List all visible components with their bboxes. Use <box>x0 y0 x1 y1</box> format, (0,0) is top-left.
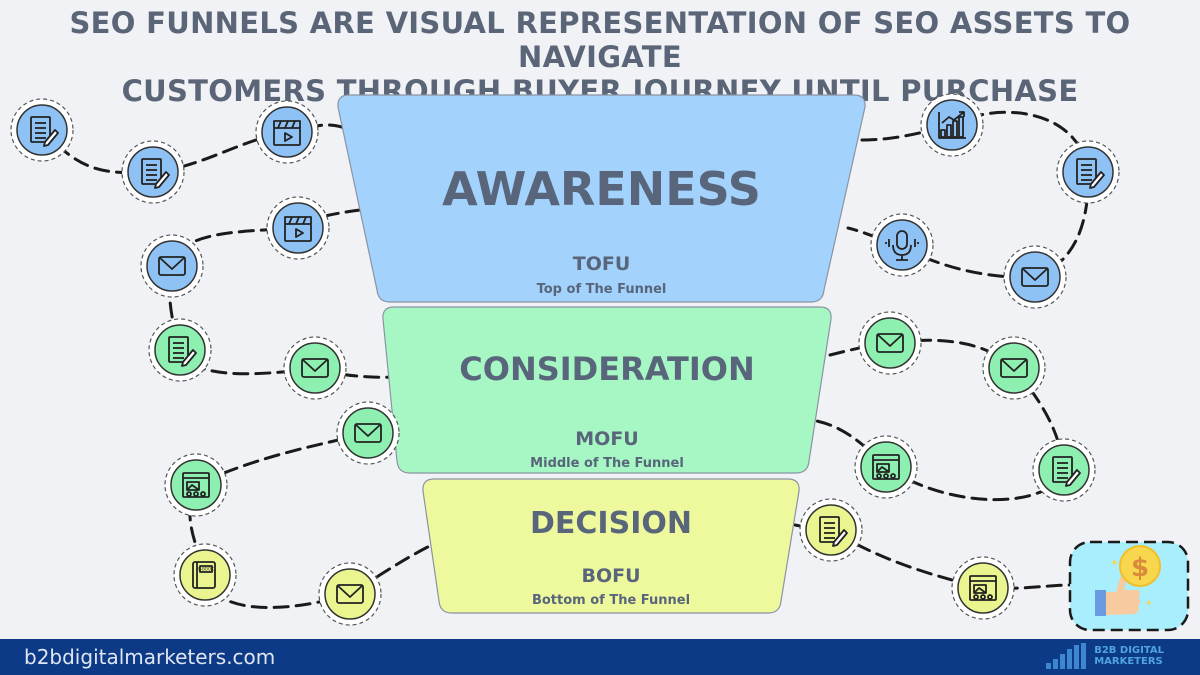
funnel-stage-mofu: CONSIDERATION MOFU Middle of The Funnel <box>382 306 832 474</box>
mail-icon <box>158 256 186 276</box>
asset-node <box>336 401 400 465</box>
footer: b2bdigitalmarketers.com B2B DIGITAL MARK… <box>0 639 1200 675</box>
chart-growth-icon <box>938 111 966 139</box>
stage-description: Middle of The Funnel <box>530 456 684 471</box>
asset-node <box>255 100 319 164</box>
microphone-icon <box>885 230 919 261</box>
mail-icon <box>336 584 364 604</box>
asset-node <box>870 213 934 277</box>
asset-node <box>1032 438 1096 502</box>
asset-node <box>1056 140 1120 204</box>
stage-name: AWARENESS <box>442 162 761 216</box>
logo-line-1: B2B DIGITAL <box>1094 645 1164 656</box>
webpage-icon <box>182 472 210 498</box>
svg-text:✦: ✦ <box>1145 599 1153 609</box>
asset-node <box>1003 245 1067 309</box>
video-clapper-icon <box>284 216 312 242</box>
asset-node <box>140 234 204 298</box>
asset-node <box>266 196 330 260</box>
ebook-icon: E-BOOK <box>192 561 216 589</box>
mail-icon <box>301 358 329 378</box>
asset-node <box>148 318 212 382</box>
asset-node <box>10 98 74 162</box>
document-pencil-icon <box>168 336 197 367</box>
brand-logo: B2B DIGITAL MARKETERS <box>1044 643 1164 669</box>
funnel-stage-tofu: AWARENESS TOFU Top of The Funnel <box>337 94 866 303</box>
funnel-shape <box>337 94 866 303</box>
asset-node <box>121 140 185 204</box>
document-pencil-icon <box>1076 158 1105 189</box>
logo-line-2: MARKETERS <box>1094 656 1163 667</box>
document-pencil-icon <box>141 158 170 189</box>
seo-funnel-diagram: AWARENESS TOFU Top of The FunnelCONSIDERAT… <box>10 93 1190 632</box>
thumbs-up-dollar-icon: $ ✦ ✦ <box>1095 545 1161 616</box>
asset-node <box>164 453 228 517</box>
svg-text:✦: ✦ <box>1110 558 1118 569</box>
document-pencil-icon <box>819 516 848 547</box>
mail-icon <box>1021 267 1049 287</box>
document-pencil-icon <box>30 116 59 147</box>
asset-node <box>283 336 347 400</box>
stage-abbreviation: TOFU <box>573 253 631 275</box>
bar-chart-logo-icon <box>1046 643 1087 669</box>
asset-node <box>854 435 918 499</box>
headline-line-1: SEO FUNNELS ARE VISUAL REPRESENTATION OF… <box>69 6 1131 74</box>
funnel-shape <box>382 306 832 474</box>
purchase-box: $ ✦ ✦ <box>1068 540 1190 632</box>
stage-abbreviation: BOFU <box>581 565 640 587</box>
asset-node: E-BOOK <box>173 543 237 607</box>
asset-node <box>318 562 382 626</box>
asset-node <box>858 311 922 375</box>
mail-icon <box>876 333 904 353</box>
headline: SEO FUNNELS ARE VISUAL REPRESENTATION OF… <box>0 6 1200 108</box>
stage-name: CONSIDERATION <box>459 350 754 388</box>
mail-icon <box>1000 358 1028 378</box>
document-pencil-icon <box>1052 456 1081 487</box>
site-url[interactable]: b2bdigitalmarketers.com <box>24 645 276 669</box>
video-clapper-icon <box>273 120 301 146</box>
asset-node <box>799 498 863 562</box>
funnel-stage-bofu: DECISION BOFU Bottom of The Funnel <box>422 478 800 614</box>
webpage-icon <box>872 454 900 480</box>
svg-text:E-BOOK: E-BOOK <box>198 567 214 572</box>
asset-node <box>920 93 984 157</box>
asset-node <box>951 556 1015 620</box>
journey-path <box>810 338 1066 502</box>
webpage-icon <box>969 575 997 601</box>
stage-abbreviation: MOFU <box>575 428 638 450</box>
stage-description: Top of The Funnel <box>537 282 667 297</box>
asset-node <box>982 336 1046 400</box>
svg-text:$: $ <box>1131 553 1149 583</box>
mail-icon <box>354 423 382 443</box>
stage-description: Bottom of The Funnel <box>532 593 690 608</box>
funnel-shape <box>422 478 800 614</box>
stage-name: DECISION <box>530 506 692 541</box>
